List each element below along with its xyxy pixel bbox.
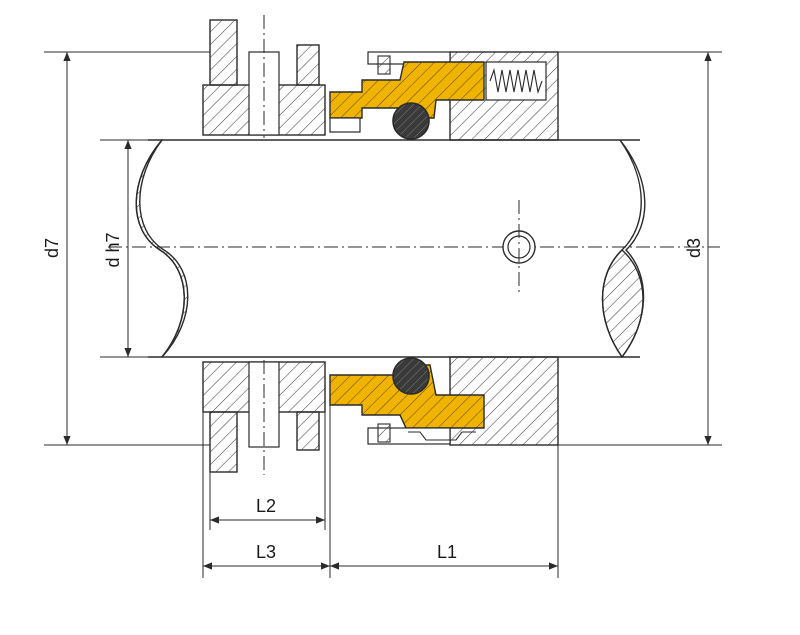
label-L3: L3 — [256, 542, 276, 562]
label-d7: d7 — [42, 238, 62, 258]
stationary-seat-upper — [202, 15, 326, 138]
rotating-unit-lower — [329, 356, 559, 446]
spring-upper — [489, 67, 543, 95]
shaft — [108, 139, 720, 359]
label-d3: d3 — [684, 238, 704, 258]
oring-upper — [392, 102, 430, 140]
label-L2: L2 — [256, 496, 276, 516]
rotating-unit-upper — [329, 51, 559, 141]
label-dh7: d h7 — [103, 232, 123, 267]
stationary-seat-lower — [202, 360, 326, 475]
label-L1: L1 — [437, 542, 457, 562]
seal-face-upper — [329, 61, 485, 119]
dimension-lines — [44, 51, 722, 578]
oring-lower — [392, 357, 430, 395]
